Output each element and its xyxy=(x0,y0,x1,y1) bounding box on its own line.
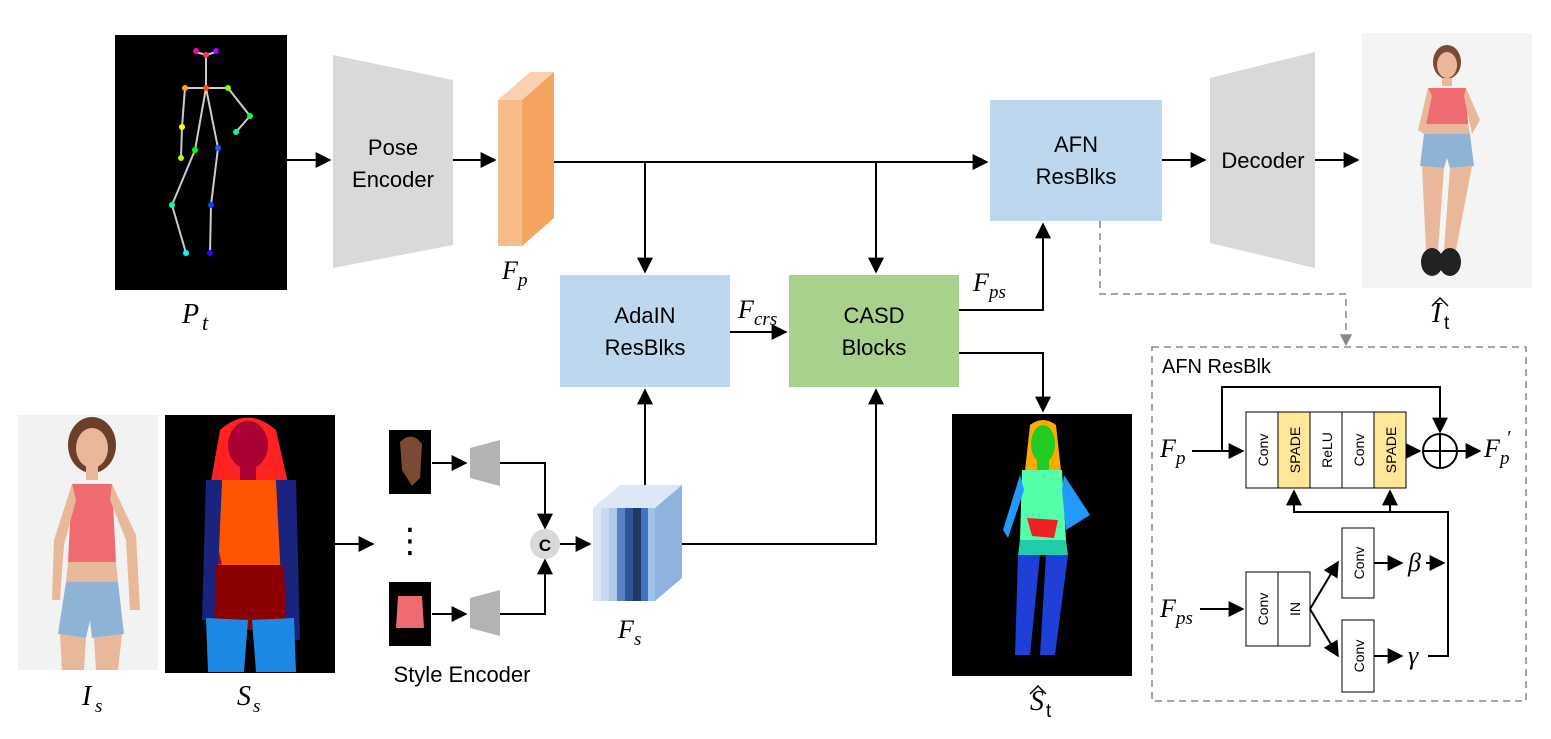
svg-text:s: s xyxy=(253,696,260,717)
svg-text:F: F xyxy=(1483,434,1501,463)
svg-text:SPADE: SPADE xyxy=(1287,427,1303,473)
arrow-casd-to-afn xyxy=(959,222,1051,311)
afn-main-blocks: Conv SPADE ReLU Conv SPADE xyxy=(1245,411,1407,489)
casd-blocks-label-2: Blocks xyxy=(842,335,907,360)
elementwise-sum-node xyxy=(1422,433,1458,469)
svg-text:S: S xyxy=(1030,686,1044,717)
label-Ss: S s xyxy=(237,681,260,717)
arrow-in-to-conv-beta xyxy=(1309,560,1339,610)
symbol-beta: β xyxy=(1407,548,1421,577)
svg-text:IN: IN xyxy=(1287,602,1303,616)
dashed-link-afn-detail xyxy=(1099,221,1352,347)
predicted-parsing-image xyxy=(952,414,1132,676)
label-Fps: F ps xyxy=(972,268,1006,303)
decoder-label: Decoder xyxy=(1221,148,1304,173)
arrow-encoder-bottom-to-concat xyxy=(500,558,553,615)
adain-resblks-label-1: AdaIN xyxy=(614,303,675,328)
style-encoder-bottom-shape xyxy=(470,590,500,636)
style-parts-ellipsis: ⋮ xyxy=(393,522,427,560)
style-encoder-label: Style Encoder xyxy=(394,662,531,687)
label-Is: I s xyxy=(81,681,102,717)
style-feature-Fs xyxy=(593,485,682,601)
svg-text:Conv: Conv xyxy=(1351,434,1367,467)
label-St-hat: S t xyxy=(1029,684,1052,722)
target-pose-image xyxy=(115,35,287,290)
svg-text:I: I xyxy=(81,681,93,712)
afn-resblks-label-1: AFN xyxy=(1054,132,1098,157)
label-Fps-in: F ps xyxy=(1159,594,1193,629)
svg-text:crs: crs xyxy=(754,309,777,330)
conv-gamma-label: Conv xyxy=(1351,640,1367,673)
svg-text:t: t xyxy=(1046,701,1052,722)
casd-blocks-box xyxy=(789,275,959,387)
svg-text:t: t xyxy=(1444,313,1450,334)
modulation-bus-spade1 xyxy=(1286,489,1449,657)
arrow-in-to-conv-gamma xyxy=(1309,608,1339,658)
concat-label: C xyxy=(539,536,551,555)
afn-resblk-detail-title: AFN ResBlk xyxy=(1162,356,1272,378)
label-It-hat: I t xyxy=(1431,296,1450,334)
afn-resblk-detail-panel xyxy=(1151,346,1527,702)
style-encoder-top-shape xyxy=(470,440,500,486)
label-Fs: F s xyxy=(617,615,641,650)
arrow-casd-to-parsing xyxy=(959,352,1051,413)
source-person-image xyxy=(18,415,158,670)
label-Fp-prime: F p ′ xyxy=(1483,427,1511,469)
svg-text:t: t xyxy=(202,310,209,335)
decoder-shape xyxy=(1210,52,1315,268)
svg-text:p: p xyxy=(1174,448,1186,469)
svg-text:s: s xyxy=(634,629,641,650)
generated-person-image xyxy=(1362,33,1532,288)
pose-encoder-label-2: Encoder xyxy=(352,167,434,192)
label-Pt: P t xyxy=(181,299,209,335)
svg-text:′: ′ xyxy=(1506,427,1511,449)
conv-beta-box xyxy=(1341,527,1375,599)
svg-text:SPADE: SPADE xyxy=(1383,427,1399,473)
svg-text:ps: ps xyxy=(987,282,1006,303)
svg-text:F: F xyxy=(737,295,755,324)
svg-text:ReLU: ReLU xyxy=(1319,432,1335,468)
adain-resblks-box xyxy=(560,275,730,387)
svg-text:p: p xyxy=(516,270,528,291)
svg-text:F: F xyxy=(1159,594,1177,623)
casd-blocks-label-1: CASD xyxy=(843,303,904,328)
label-Fcrs: F crs xyxy=(737,295,777,330)
svg-text:I: I xyxy=(1431,298,1443,329)
arrow-fs-to-casd xyxy=(682,388,884,545)
svg-text:S: S xyxy=(237,681,251,712)
symbol-gamma: γ xyxy=(1408,641,1419,670)
svg-text:F: F xyxy=(1159,434,1177,463)
source-parsing-image xyxy=(165,415,335,673)
svg-text:F: F xyxy=(972,268,990,297)
skip-connection xyxy=(1221,386,1448,451)
svg-text:s: s xyxy=(95,696,102,717)
svg-text:p: p xyxy=(1498,448,1510,469)
svg-text:F: F xyxy=(501,256,519,285)
conv-beta-label: Conv xyxy=(1351,547,1367,580)
svg-text:F: F xyxy=(617,615,635,644)
label-Fp: F p xyxy=(501,256,528,291)
arrow-encoder-top-to-concat xyxy=(500,462,553,530)
style-part-top xyxy=(389,582,431,646)
svg-text:Conv: Conv xyxy=(1255,593,1271,626)
pose-encoder-label-1: Pose xyxy=(368,135,418,160)
concat-node xyxy=(530,529,560,559)
svg-text:P: P xyxy=(181,299,199,330)
afn-resblks-label-2: ResBlks xyxy=(1036,164,1117,189)
svg-text:ps: ps xyxy=(1174,608,1193,629)
pose-feature-Fp xyxy=(498,72,554,246)
style-part-hair xyxy=(389,430,431,494)
adain-resblks-label-2: ResBlks xyxy=(605,335,686,360)
svg-text:Conv: Conv xyxy=(1255,434,1271,467)
afn-sub-blocks: Conv IN xyxy=(1245,571,1311,647)
label-Fp-in: F p xyxy=(1159,434,1186,469)
conv-gamma-box xyxy=(1341,619,1375,693)
afn-resblks-box xyxy=(990,100,1162,221)
pose-encoder-shape xyxy=(333,55,453,268)
pose-keypoints xyxy=(169,48,253,256)
